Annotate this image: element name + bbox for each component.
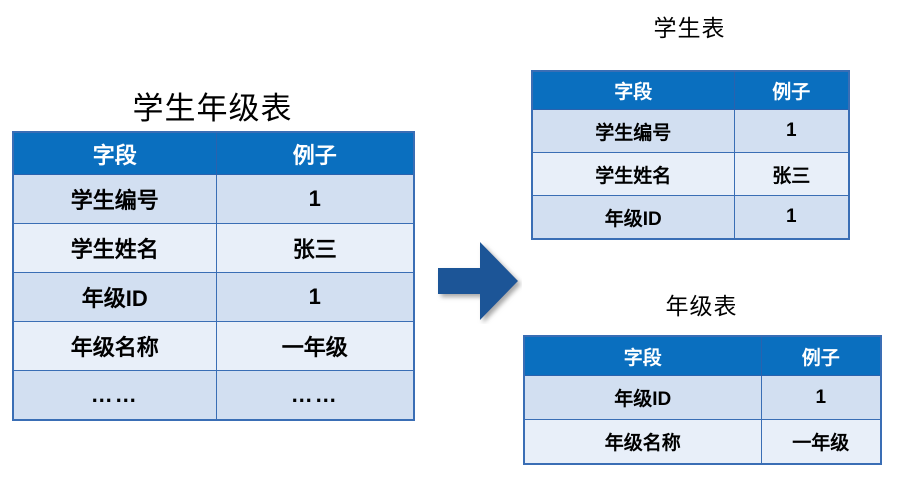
table-row: 学生姓名 张三 [531,152,850,196]
table-row: 年级ID 1 [523,375,882,420]
table-row: 年级ID 1 [12,272,415,322]
cell-field: 年级ID [531,195,735,240]
table-header-row: 字段 例子 [12,131,415,175]
student-table: 字段 例子 学生编号 1 学生姓名 张三 年级ID 1 [531,70,850,240]
table-row: 学生编号 1 [12,174,415,224]
right-arrow-icon [438,242,518,320]
cell-example: 1 [733,195,850,240]
table-row: 年级名称 一年级 [12,321,415,371]
table-row: 年级名称 一年级 [523,419,882,465]
cell-field: 年级名称 [523,419,762,465]
cell-example: 一年级 [215,321,415,371]
cell-example: 1 [733,109,850,153]
column-header-field: 字段 [531,70,735,110]
cell-example: 1 [215,272,415,322]
cell-example: 一年级 [760,419,882,465]
source-table: 字段 例子 学生编号 1 学生姓名 张三 年级ID 1 年级名称 一年级 …… … [12,131,415,421]
table-header-row: 字段 例子 [523,335,882,376]
source-table-title: 学生年级表 [132,91,293,126]
cell-field: 年级ID [523,375,762,420]
column-header-example: 例子 [760,335,882,376]
grade-table-title: 年级表 [665,294,738,319]
cell-field: 学生姓名 [531,152,735,196]
grade-table: 字段 例子 年级ID 1 年级名称 一年级 [523,335,882,465]
cell-field: 年级ID [12,272,217,322]
column-header-example: 例子 [733,70,850,110]
table-row: 学生编号 1 [531,109,850,153]
cell-example: 1 [760,375,882,420]
cell-example: …… [215,370,415,421]
cell-field: 学生编号 [12,174,217,224]
table-header-row: 字段 例子 [531,70,850,110]
table-row: 年级ID 1 [531,195,850,240]
table-row: …… …… [12,370,415,421]
cell-example: 张三 [215,223,415,273]
cell-field: …… [12,370,217,421]
cell-example: 1 [215,174,415,224]
cell-example: 张三 [733,152,850,196]
cell-field: 学生姓名 [12,223,217,273]
student-table-title: 学生表 [653,16,726,41]
table-row: 学生姓名 张三 [12,223,415,273]
cell-field: 年级名称 [12,321,217,371]
column-header-field: 字段 [12,131,217,175]
cell-field: 学生编号 [531,109,735,153]
column-header-example: 例子 [215,131,415,175]
column-header-field: 字段 [523,335,762,376]
